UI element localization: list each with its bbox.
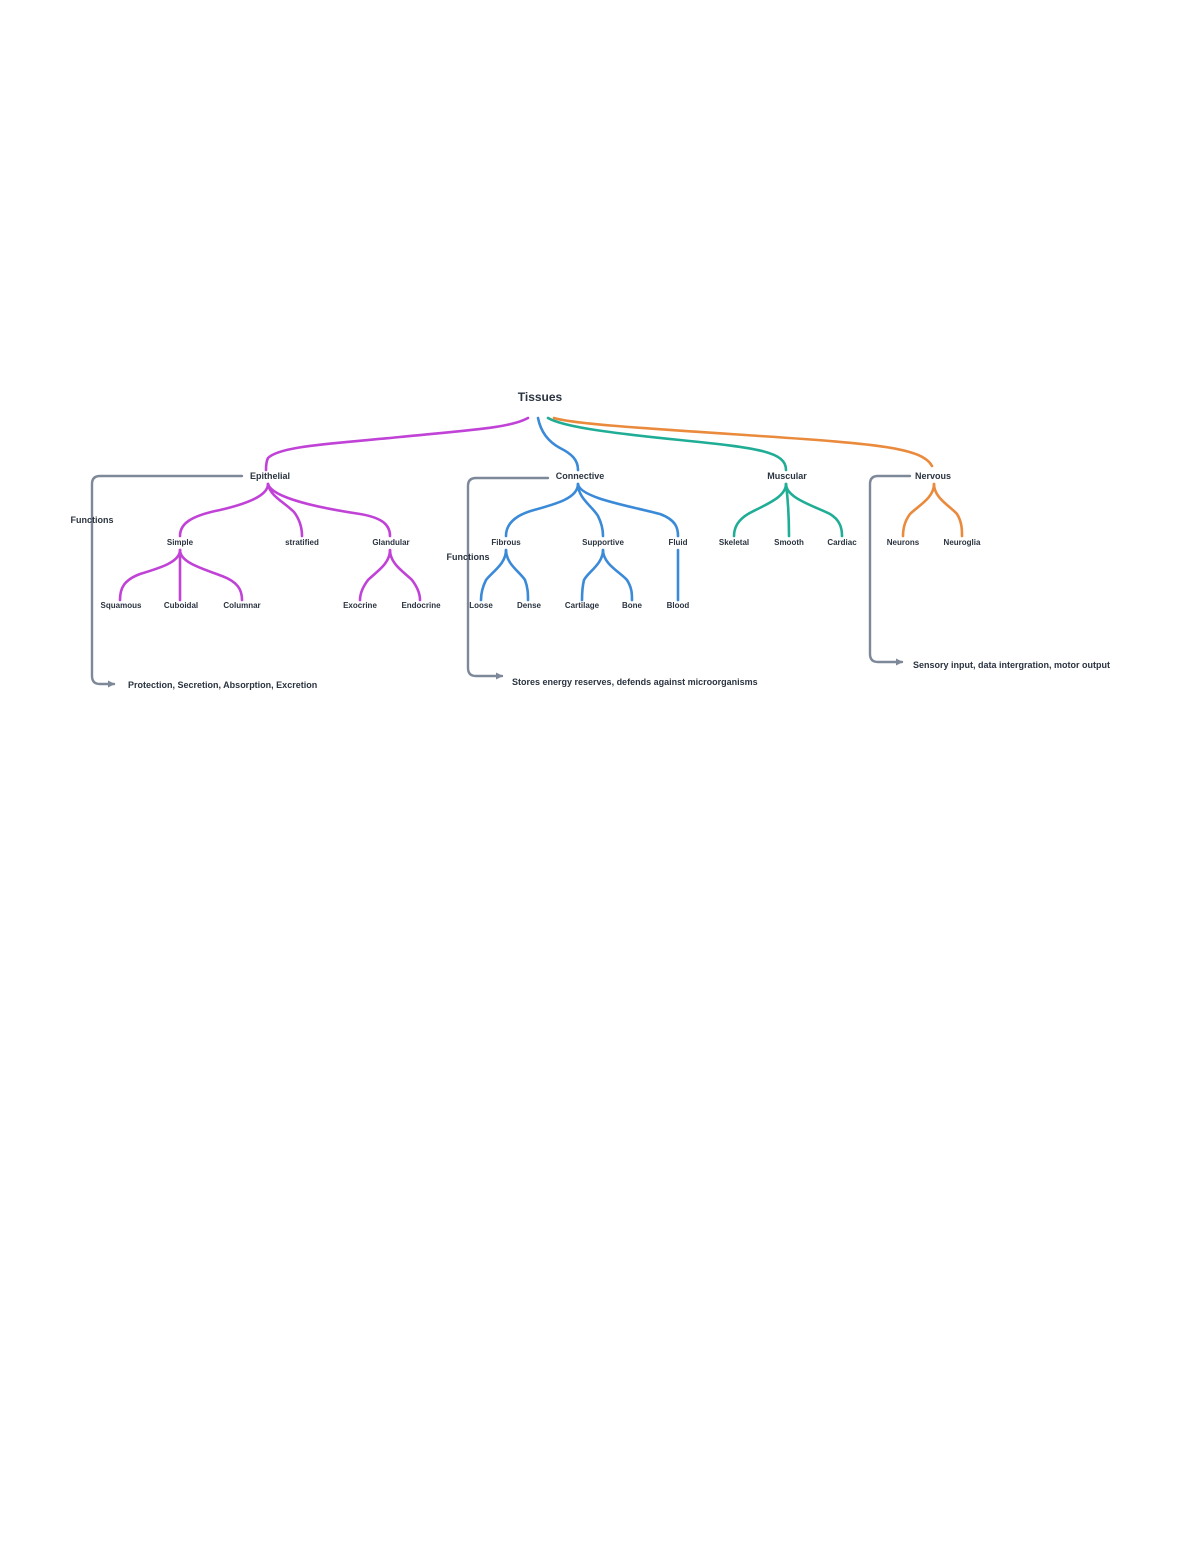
node-simple: Simple xyxy=(167,538,194,547)
root-node-label: Tissues xyxy=(518,390,563,404)
edge-epithelial-glandular xyxy=(266,482,392,538)
function-label-epithelial: Functions xyxy=(71,515,114,525)
edge-root-nervous xyxy=(552,416,934,468)
node-nervous: Nervous xyxy=(915,471,951,481)
node-supportive: Supportive xyxy=(582,538,624,547)
node-exocrine: Exocrine xyxy=(343,601,377,610)
node-neuroglia: Neuroglia xyxy=(944,538,981,547)
edge-fibrous-loose xyxy=(479,548,508,602)
edge-glandular-exocrine xyxy=(358,548,392,602)
function-text-connective: Stores energy reserves, defends against … xyxy=(512,677,758,687)
node-fibrous: Fibrous xyxy=(491,538,521,547)
edge-root-connective xyxy=(536,416,580,472)
node-cartilage: Cartilage xyxy=(565,601,600,610)
function-label-connective: Functions xyxy=(447,552,490,562)
node-neurons: Neurons xyxy=(887,538,920,547)
edge-simple-columnar xyxy=(178,548,244,602)
node-cardiac: Cardiac xyxy=(827,538,857,547)
node-columnar: Columnar xyxy=(223,601,260,610)
node-fluid: Fluid xyxy=(668,538,687,547)
node-cuboidal: Cuboidal xyxy=(164,601,198,610)
node-dense: Dense xyxy=(517,601,542,610)
edge-glandular-endocrine xyxy=(388,548,422,602)
node-skeletal: Skeletal xyxy=(719,538,749,547)
edge-supportive-bone xyxy=(601,548,634,602)
edge-supportive-cartilage xyxy=(580,548,605,602)
node-smooth: Smooth xyxy=(774,538,804,547)
function-line-nervous xyxy=(868,474,912,666)
node-glandular: Glandular xyxy=(372,538,409,547)
edge-epithelial-stratified xyxy=(266,482,304,538)
edge-nervous-neuroglia xyxy=(932,482,964,538)
node-connective: Connective xyxy=(556,471,605,481)
node-stratified: stratified xyxy=(285,538,319,547)
node-squamous: Squamous xyxy=(101,601,142,610)
node-blood: Blood xyxy=(667,601,690,610)
function-line-epithelial xyxy=(90,474,244,688)
edge-fibrous-dense xyxy=(504,548,530,602)
node-endocrine: Endocrine xyxy=(401,601,441,610)
edge-root-epithelial xyxy=(264,416,530,472)
function-text-nervous: Sensory input, data intergration, motor … xyxy=(913,660,1110,670)
edge-connective-fibrous xyxy=(504,482,580,538)
node-loose: Loose xyxy=(469,601,493,610)
function-text-epithelial: Protection, Secretion, Absorption, Excre… xyxy=(128,680,317,690)
edge-connective-fluid xyxy=(576,482,680,538)
edge-simple-squamous xyxy=(118,548,182,602)
function-line-connective xyxy=(466,476,550,680)
edge-muscular-cardiac xyxy=(784,482,844,538)
edge-nervous-neurons xyxy=(901,482,936,538)
edge-epithelial-simple xyxy=(178,482,270,538)
node-bone: Bone xyxy=(622,601,643,610)
edge-muscular-skeletal xyxy=(732,482,788,538)
node-muscular: Muscular xyxy=(767,471,807,481)
node-epithelial: Epithelial xyxy=(250,471,290,481)
edge-connective-supportive xyxy=(576,482,605,538)
edge-root-muscular xyxy=(546,416,788,472)
